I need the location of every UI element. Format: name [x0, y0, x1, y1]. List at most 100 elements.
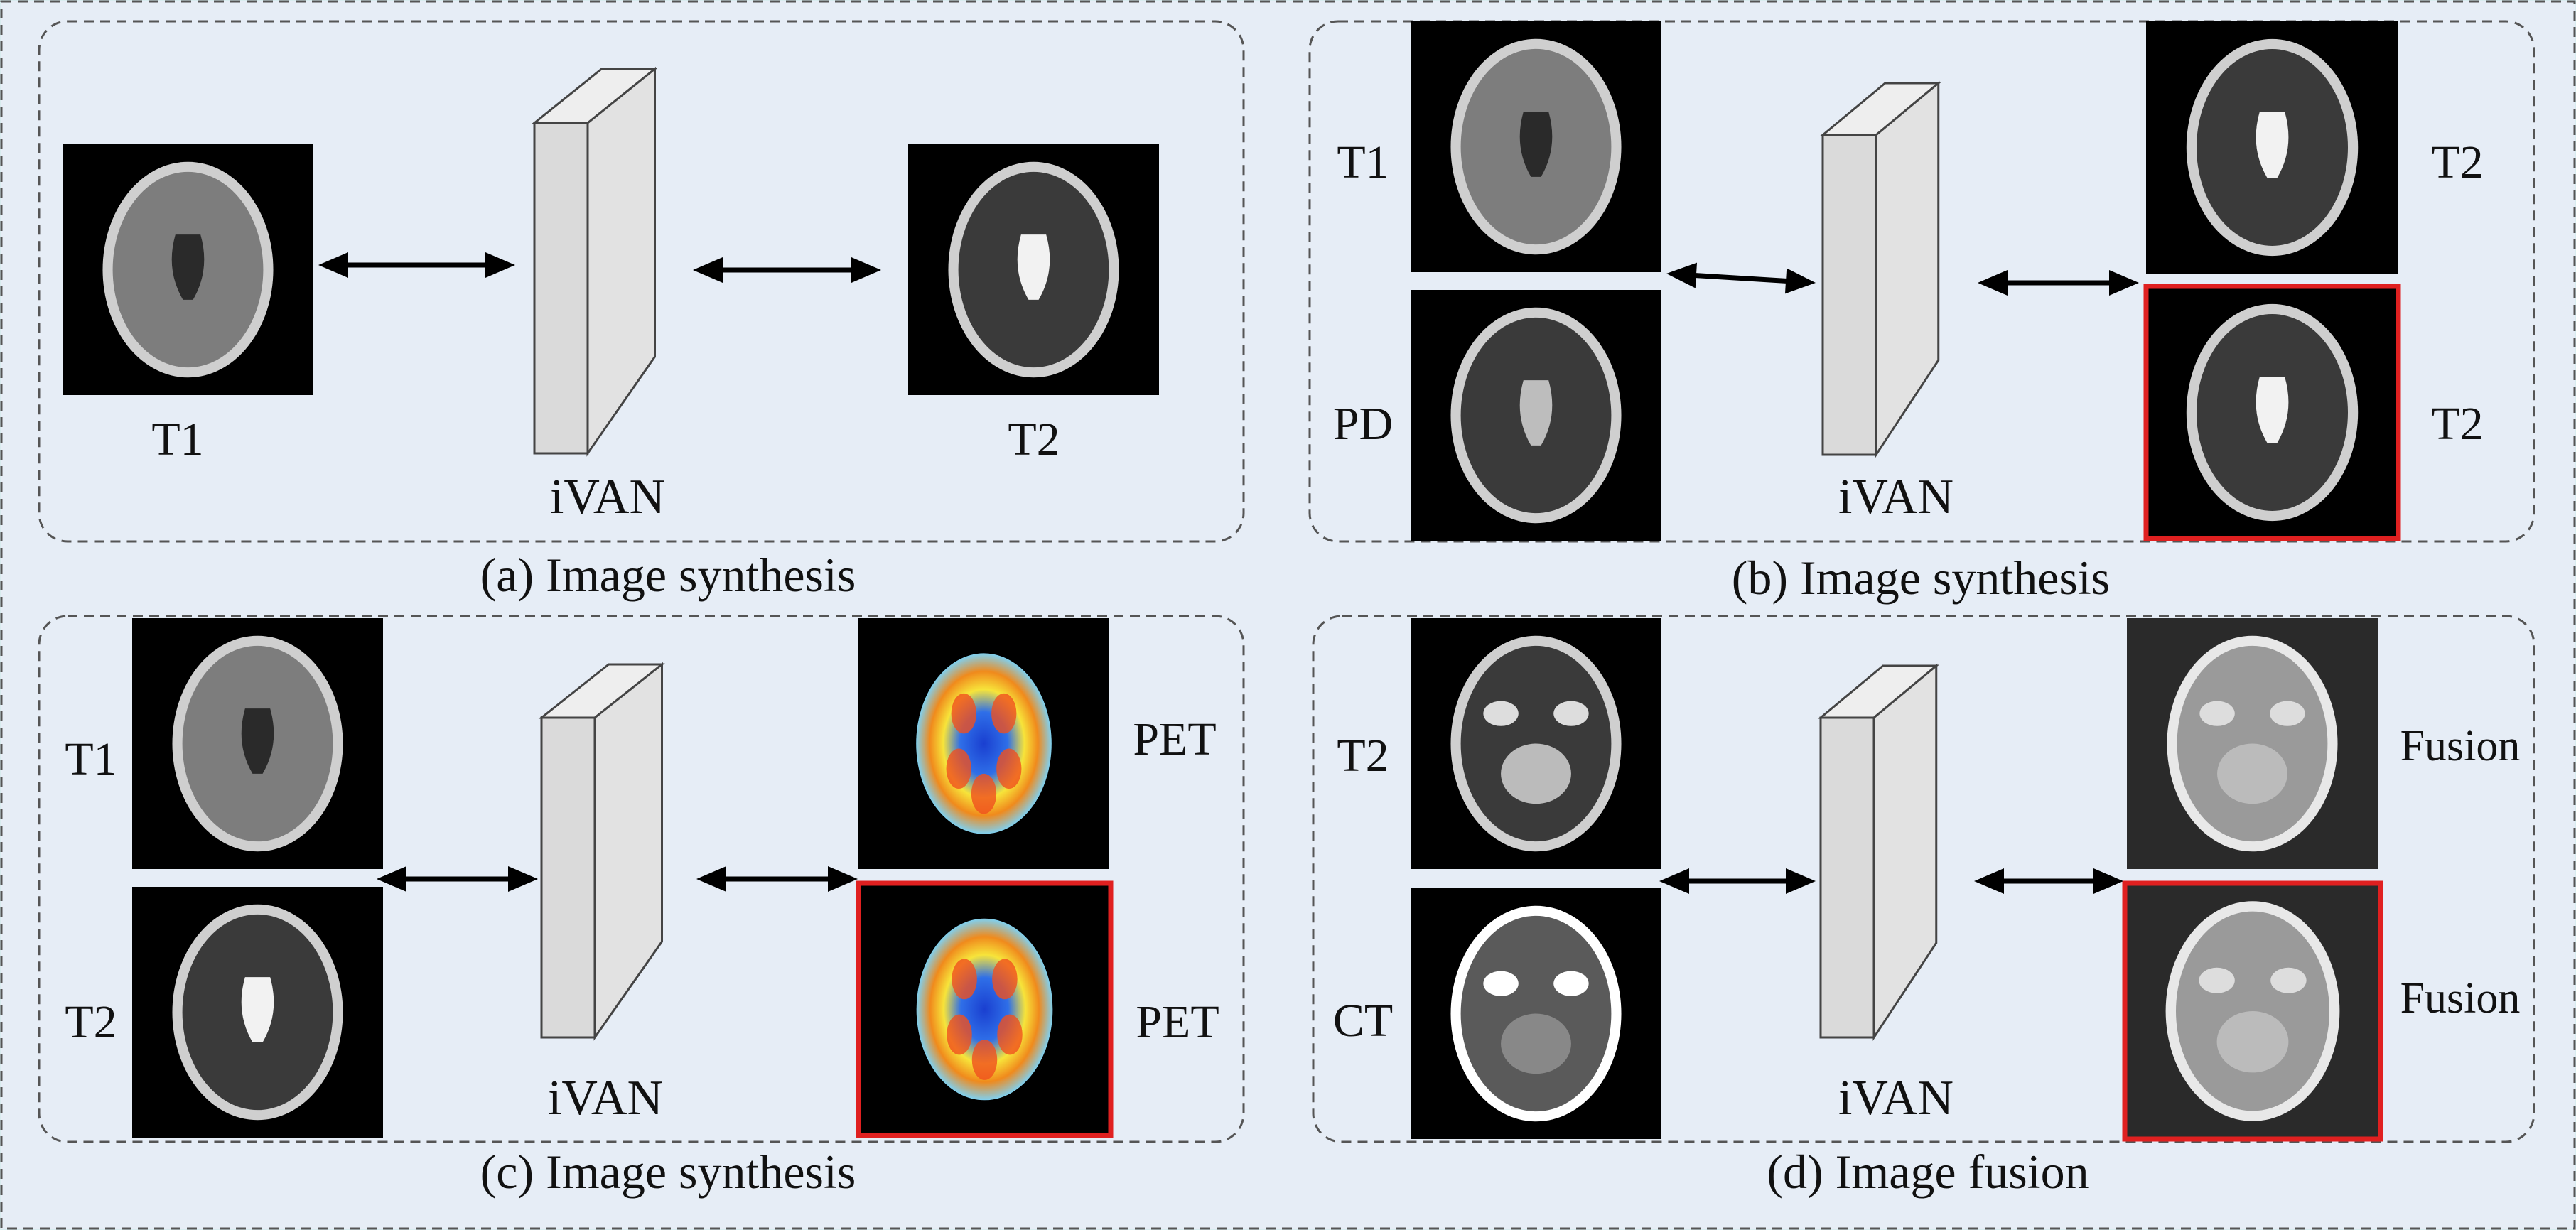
panel-a-ivan-label: iVAN [550, 470, 665, 524]
block-front-face [1821, 134, 1877, 456]
panel-a-input-1-image [63, 144, 313, 395]
arrowhead-left [318, 252, 348, 278]
pet-hotspot [947, 1014, 972, 1055]
arrowhead-right [508, 866, 538, 892]
pet-hotspot [996, 748, 1022, 789]
bone-detail [2270, 701, 2305, 726]
panel-a-output-1-image [908, 144, 1159, 395]
ventricles [2256, 377, 2289, 443]
pet-hotspot [952, 959, 977, 1000]
panel-c-output-1-label: PET [1133, 713, 1216, 765]
panel-a-ivan-block [531, 66, 658, 457]
panel-a-input-1-label: T1 [151, 414, 203, 465]
panel-c-input-2-label: T2 [65, 996, 117, 1048]
arrowhead-right [1786, 868, 1816, 894]
panel-b-output-2-label: T2 [2431, 398, 2483, 450]
panel-b-ivan-block [1819, 80, 1941, 458]
panel-c: T1 T2 iVAN PET PET (c) Image synthesis [38, 615, 1245, 1199]
panel-c-output-1-image [858, 618, 1109, 869]
panel-b: T1 PD iVAN T2 T2 (b) Image synthesis [1308, 20, 2535, 605]
panel-c-ivan-label: iVAN [548, 1071, 663, 1126]
ventricles [1519, 112, 1553, 177]
arrowhead-right [851, 257, 881, 283]
ventricles [241, 977, 274, 1042]
block-front-face [1819, 716, 1875, 1039]
bone-detail [2270, 967, 2307, 993]
pet-brain-shape [916, 653, 1052, 834]
block-front-face [533, 122, 589, 455]
panel-a-caption: (a) Image synthesis [480, 548, 856, 602]
arrowhead-right [1784, 268, 1816, 294]
bone-detail [2199, 967, 2235, 993]
panel-d-ivan-block [1817, 663, 1939, 1041]
ventricles [1017, 234, 1050, 300]
panel-d: T2 CT iVAN Fusion Fusion (d) Image fusio… [1312, 615, 2535, 1199]
ventricles [1519, 380, 1553, 446]
ventricles [2256, 112, 2289, 178]
pet-brain-shape [916, 918, 1053, 1101]
arrowhead-left [693, 257, 723, 283]
panel-d-ivan-label: iVAN [1838, 1071, 1953, 1126]
arrowhead-right [2093, 868, 2123, 894]
highlight-border [856, 880, 1114, 1138]
panel-b-input-2-image [1411, 290, 1661, 541]
block-side-face [593, 662, 663, 1041]
pet-hotspot [951, 693, 976, 734]
arrowhead-left [1666, 262, 1698, 288]
arrowhead-left [1659, 868, 1689, 894]
panel-d-input-1-image [1411, 618, 1661, 869]
pet-hotspot [997, 1014, 1023, 1055]
panel-b-caption: (b) Image synthesis [1732, 551, 2111, 605]
panel-c-caption: (c) Image synthesis [480, 1145, 856, 1199]
bone-detail [1483, 971, 1519, 996]
cerebellum [1501, 1013, 1571, 1074]
panel-d-output-2-image [2122, 880, 2383, 1142]
bone-detail [1553, 971, 1589, 996]
cerebellum [2216, 1011, 2289, 1073]
panel-b-input-1-image [1411, 21, 1661, 272]
arrowhead-right [2109, 270, 2139, 296]
panel-d-output-1-image [2127, 618, 2378, 869]
panel-b-output-1-image [2146, 21, 2398, 274]
panel-b-output-2-image [2143, 284, 2401, 541]
panel-d-input-2-label: CT [1333, 995, 1393, 1047]
ventricles [171, 234, 205, 300]
pet-hotspot [971, 773, 997, 814]
block-side-face [1872, 663, 1938, 1041]
panel-d-input-2-image [1411, 888, 1661, 1139]
panel-b-arrow-left [1690, 272, 1792, 284]
panel-c-ivan-block [538, 662, 665, 1041]
panel-a-output-1-label: T2 [1008, 414, 1060, 465]
panel-d-output-2-label: Fusion [2400, 974, 2521, 1023]
highlight-border [2122, 880, 2383, 1142]
pet-hotspot [992, 959, 1018, 1000]
arrowhead-left [377, 866, 406, 892]
bone-detail [2199, 701, 2235, 726]
panel-d-caption: (d) Image fusion [1767, 1145, 2089, 1199]
block-front-face [540, 716, 596, 1039]
panel-d-output-1-label: Fusion [2400, 722, 2521, 770]
arrowhead-left [1974, 868, 2004, 894]
arrowhead-right [828, 866, 858, 892]
panel-b-input-2-label: PD [1333, 398, 1393, 450]
panel-a: T1 iVAN T2 (a) Image synthesis [38, 20, 1245, 602]
arrowhead-right [485, 252, 515, 278]
panel-b-output-1-label: T2 [2431, 136, 2483, 188]
bone-detail [1553, 701, 1589, 726]
pet-hotspot [991, 693, 1017, 734]
block-side-face [1875, 80, 1940, 458]
panel-d-input-1-label: T2 [1337, 730, 1389, 782]
highlight-border [2143, 284, 2401, 541]
cerebellum [1501, 743, 1571, 804]
panel-c-input-2-image [132, 887, 383, 1138]
ventricles [241, 708, 274, 774]
panel-c-output-2-label: PET [1136, 996, 1219, 1048]
pet-hotspot [946, 748, 971, 789]
arrowhead-left [1978, 270, 2008, 296]
panel-c-output-2-image [856, 880, 1114, 1138]
panel-c-input-1-image [132, 618, 383, 869]
panel-b-ivan-label: iVAN [1838, 470, 1953, 524]
bone-detail [1483, 701, 1519, 726]
block-side-face [586, 66, 656, 457]
